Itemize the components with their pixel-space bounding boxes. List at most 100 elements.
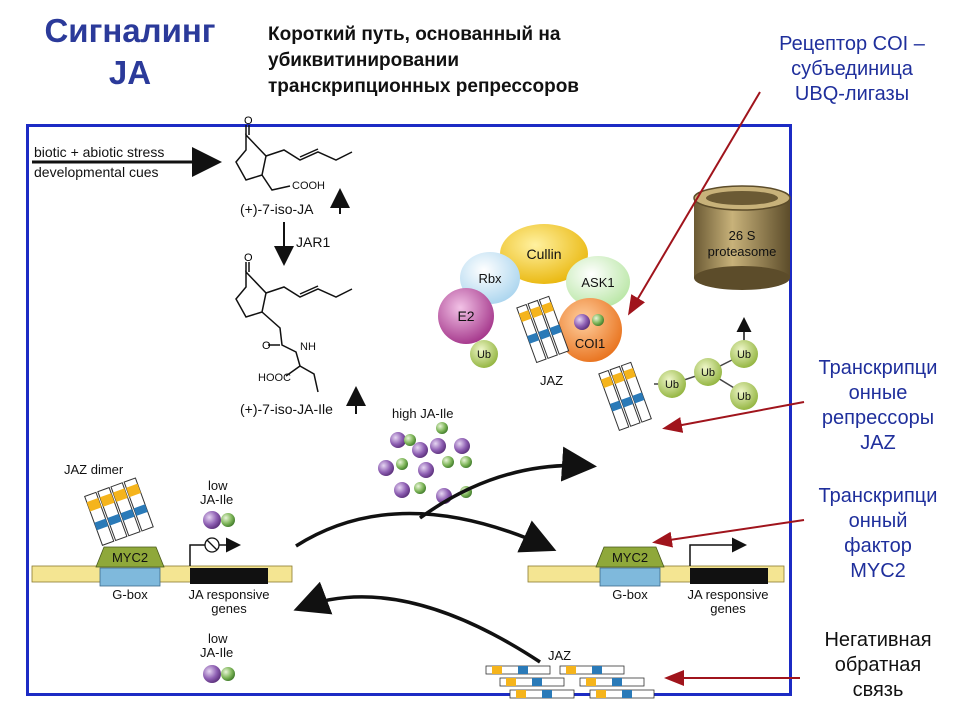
note-myc2-line: MYC2 [850, 560, 906, 582]
myc2-label: MYC2 [612, 550, 648, 565]
transcription-arrow [689, 537, 747, 566]
feedback-arrow [293, 581, 541, 664]
jaz-dimer-label: JAZ dimer [64, 462, 124, 477]
note-feedback-line: связь [852, 679, 904, 701]
gbox-segment [599, 567, 661, 587]
e2-label: E2 [457, 308, 474, 324]
stress-label-1: biotic + abiotic stress [34, 144, 164, 160]
ja-gene-segment [690, 568, 768, 584]
ja-ile-molecule [430, 438, 446, 454]
note-jaz-line: репрессоры [821, 407, 935, 429]
coi1-label: COI1 [575, 336, 605, 351]
gbox-label: G-box [112, 587, 148, 602]
ja-ile-molecule [404, 434, 416, 446]
proteasome-label-1: 26 S [729, 228, 756, 243]
jaz-strand [579, 677, 645, 687]
myc2-pointer-arrow [652, 519, 805, 548]
genes-label: genes [211, 601, 247, 616]
ja-ile-molecule [454, 438, 470, 454]
iso-ja-label: (+)-7-iso-JA [240, 201, 314, 217]
activation-arrow [295, 511, 557, 553]
jaz-strand [110, 482, 141, 537]
ub-label: Ub [737, 349, 751, 361]
ja-ile-molecule [396, 458, 408, 470]
ja-ile-molecules-cluster [378, 422, 472, 504]
jaz-strand [123, 477, 154, 532]
note-jaz-line: Транскрипци [818, 357, 938, 379]
diagram-frame [26, 124, 792, 696]
note-jaz-repressors: Транскрипци онные репрессоры JAZ [800, 356, 956, 456]
ub-protein [730, 382, 758, 410]
myc2-label: MYC2 [112, 550, 148, 565]
ja-ile-molecule [436, 422, 448, 434]
jaz-strand [499, 677, 565, 687]
ub-label: Ub [477, 349, 491, 361]
jaz-free [485, 665, 655, 699]
stress-input: biotic + abiotic stress developmental cu… [32, 144, 222, 180]
ja-ile-molecule [221, 513, 235, 527]
subtitle-line-2: убиквитинировании [268, 50, 460, 71]
page-title: Сигналинг JA [30, 10, 230, 94]
ja-ile-molecule [574, 314, 590, 330]
title-line-1: Сигналинг [44, 12, 216, 49]
note-coi-line: Рецептор COI – [779, 33, 925, 55]
transcription-arrow [189, 537, 241, 566]
note-myc2-line: онный [848, 510, 908, 532]
ja-ile-o2-label: O [262, 340, 271, 352]
gbox-segment [99, 567, 161, 587]
jaz-strand [589, 689, 655, 699]
ja-gene-segment [190, 568, 268, 584]
myc2-protein [95, 546, 165, 568]
scf-complex: Cullin Rbx ASK1 E2 Ub COI1 [438, 224, 630, 368]
ja-ile-molecule [378, 460, 394, 476]
ja-ile-molecule [412, 442, 428, 458]
ja-responsive-label: JA responsive [189, 587, 270, 602]
subtitle-line-1: Короткий путь, основанный на [268, 24, 561, 45]
jaz-label-bottom: JAZ [548, 648, 571, 663]
ja-ile-molecule [394, 482, 410, 498]
stress-label-2: developmental cues [34, 164, 159, 180]
gbox-label: G-box [612, 587, 648, 602]
low-label-top: low [208, 478, 228, 493]
ja-ile-molecule [221, 667, 235, 681]
title-line-2: JA [108, 54, 152, 91]
cooh-label: COOH [292, 180, 325, 192]
ub-label: Ub [701, 367, 715, 379]
proteasome-label-2: proteasome [708, 244, 777, 259]
high-ja-ile-label: high JA-Ile [392, 406, 453, 421]
jaz-ubiquitinated [598, 361, 652, 431]
note-jaz-line: онные [848, 382, 908, 404]
note-coi-line: субъединица [791, 58, 913, 80]
nh-label: NH [300, 341, 316, 353]
rbx-label: Rbx [478, 271, 502, 286]
ask1-label: ASK1 [581, 275, 614, 290]
note-myc2-line: Транскрипци [818, 485, 938, 507]
right-dna: MYC2 G-box JA responsive genes [527, 537, 785, 616]
left-dna: MYC2 G-box JA responsive genes [31, 537, 293, 616]
note-coi-receptor: Рецептор COI – субъединица UBQ-лигазы [752, 32, 952, 107]
ub-protein [694, 358, 722, 386]
low-label-bottom: low [208, 631, 228, 646]
jar1-label: JAR1 [296, 234, 330, 250]
ja-ile-o-label: O [244, 252, 253, 264]
ub-protein [730, 340, 758, 368]
ja-ile-molecule [592, 314, 604, 326]
ja-o-label: O [244, 115, 253, 127]
ja-ile-label-top: JA-Ile [200, 492, 233, 507]
ja-ile-molecule [203, 511, 221, 529]
ub-label: Ub [737, 391, 751, 403]
ja-ile-molecule [390, 432, 406, 448]
proteasome: 26 S proteasome [693, 185, 791, 290]
jaz-bound-scf [516, 295, 570, 364]
ja-ile-molecule [460, 456, 472, 468]
jaz-pointer-arrow [662, 401, 805, 433]
ub-label: Ub [665, 379, 679, 391]
ja-ile-molecule [418, 462, 434, 478]
jaz-strand [485, 665, 551, 675]
genes-label: genes [710, 601, 746, 616]
ja-ile-molecule [414, 482, 426, 494]
jaz-strand [509, 689, 575, 699]
jaz-dimer [84, 477, 154, 546]
coi-pointer-arrow [627, 91, 761, 316]
